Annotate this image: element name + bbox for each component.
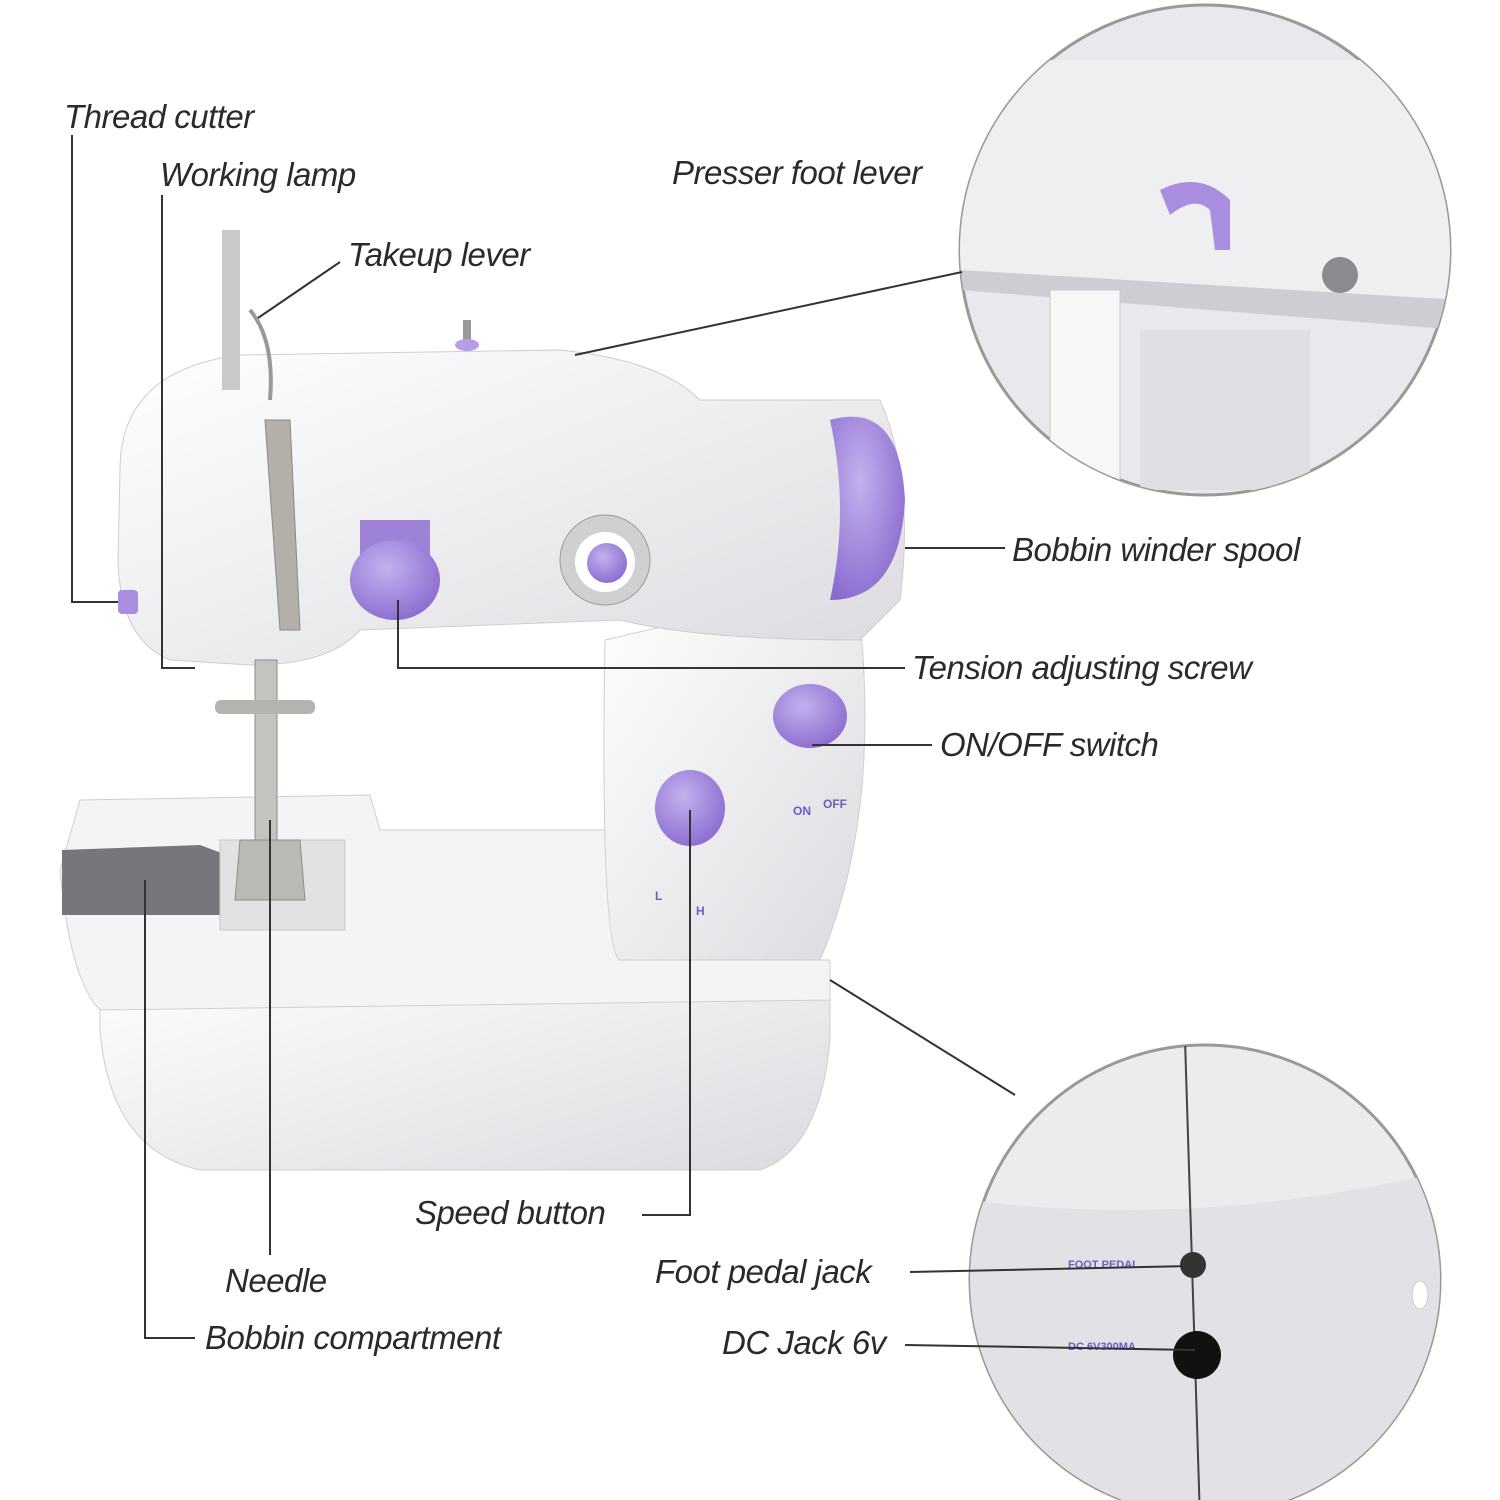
label-bobbin-compartment: Bobbin compartment (205, 1319, 501, 1356)
label-thread-cutter: Thread cutter (64, 98, 254, 135)
label-speed-button: Speed button (415, 1194, 606, 1231)
low-marking: L (655, 889, 662, 903)
label-bobbin-winder-spool: Bobbin winder spool (1012, 531, 1300, 568)
machine-arm (117, 349, 905, 666)
power-switch (773, 684, 847, 748)
label-presser-foot-lever: Presser foot lever (672, 154, 922, 191)
speed-button (655, 770, 725, 846)
label-tension-adjusting-screw: Tension adjusting screw (912, 649, 1252, 686)
tension-knob (350, 520, 440, 620)
label-on-off-switch: ON/OFF switch (940, 726, 1159, 763)
label-needle: Needle (225, 1262, 327, 1299)
hand-wheel (830, 416, 905, 600)
label-foot-pedal-jack: Foot pedal jack (655, 1253, 872, 1290)
jacks-closeup: FOOT PEDAL DC 6V300MA (968, 1043, 1442, 1500)
bobbin-cover (62, 845, 240, 915)
label-takeup-lever: Takeup lever (348, 236, 530, 273)
on-marking: ON (793, 804, 811, 818)
label-dc-jack: DC Jack 6v (722, 1324, 886, 1361)
bobbin-spindle (559, 514, 651, 606)
leader-lines (71, 135, 1196, 1351)
high-marking: H (696, 904, 705, 918)
presser-lever-closeup (1160, 182, 1230, 250)
off-marking: OFF (823, 797, 847, 811)
dc-rating-marking: DC 6V300MA (1068, 1341, 1136, 1353)
presser-foot-closeup (958, 3, 1452, 497)
label-working-lamp: Working lamp (160, 156, 356, 193)
machine-pillar (603, 589, 866, 961)
